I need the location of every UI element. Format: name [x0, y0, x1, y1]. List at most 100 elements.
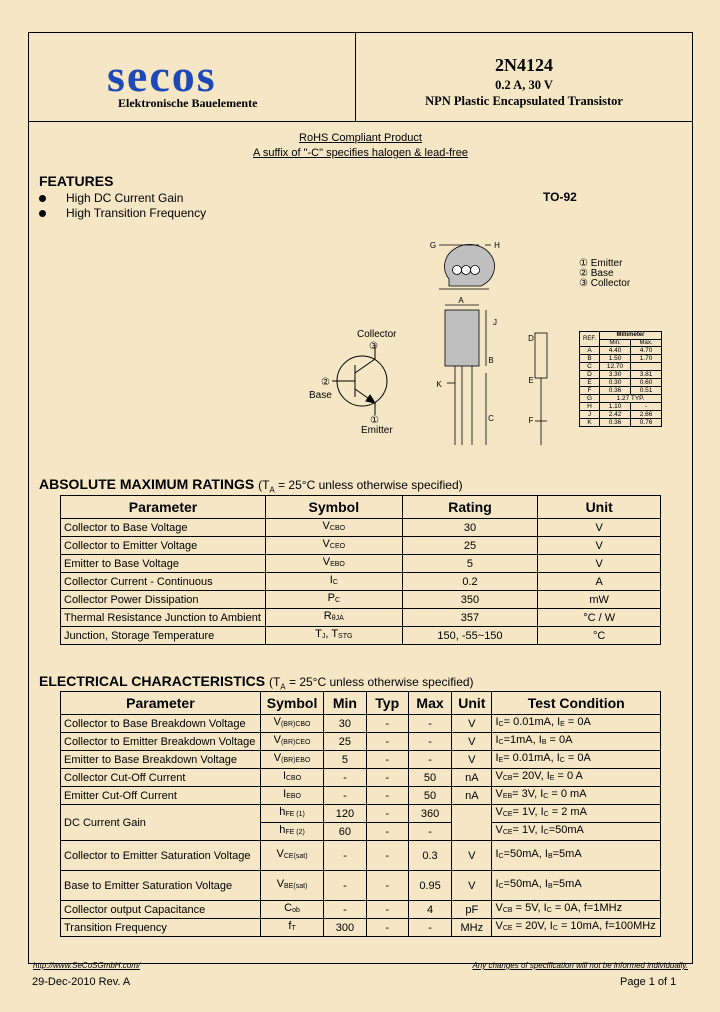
elec-table: Parameter Symbol Min Typ Max Unit Test C…: [60, 691, 661, 937]
col-header: Unit: [537, 495, 661, 519]
npn-schematic-symbol: Collector ③ ② Base ① Emitter: [309, 329, 397, 433]
website-url: http://www.SeCoSGmbH.com/: [33, 961, 141, 970]
col-header: Test Condition: [491, 691, 661, 715]
dim-label: A: [458, 296, 464, 305]
feature-item: High Transition Frequency: [39, 206, 206, 220]
col-header: Parameter: [60, 495, 266, 519]
test-condition-cell: IC= 0.01mA, IE = 0A: [491, 714, 661, 733]
symbol-cell: VEBO: [264, 554, 403, 573]
symbol-cell: V(BR)CEO: [259, 732, 325, 751]
halogen-line: A suffix of "-C" specifies halogen & lea…: [253, 147, 468, 159]
pin1-label: ①: [370, 415, 379, 426]
rohs-line: RoHS Compliant Product: [299, 132, 422, 144]
dim-label: G: [430, 241, 436, 250]
abs-max-title: ABSOLUTE MAXIMUM RATINGS (TA = 25°C unle…: [39, 476, 463, 495]
change-notice: Any changes of specification will not be…: [472, 961, 688, 970]
symbol-cell: hFE (1): [259, 804, 325, 823]
symbol-cell: V(BR)CBO: [259, 714, 325, 733]
test-condition-cell: VCE= 1V, IC=50mA: [491, 822, 661, 841]
col-header: Parameter: [60, 691, 261, 715]
symbol-cell: IC: [264, 572, 403, 591]
abs-max-condition: (TA = 25°C unless otherwise specified): [258, 478, 463, 495]
symbol-cell: RθJA: [264, 608, 403, 627]
table-row: hFE (2)60--VCE= 1V, IC=50mA: [61, 822, 661, 841]
symbol-cell: VCE(sat): [259, 840, 325, 871]
base-label: Base: [309, 390, 332, 401]
logo: secos: [107, 50, 217, 101]
bullet-icon: [39, 195, 46, 203]
test-condition-cell: VCB = 5V, IC = 0A, f=1MHz: [491, 900, 661, 919]
elec-title: ELECTRICAL CHARACTERISTICS (TA = 25°C un…: [39, 673, 474, 692]
pin3-label: ③: [369, 341, 378, 352]
datasheet-frame: secos Elektronische Bauelemente 2N4124 0…: [28, 32, 693, 970]
symbol-cell: ICBO: [259, 768, 325, 787]
header-divider: [355, 33, 356, 121]
package-name: TO-92: [543, 190, 577, 204]
dim-label: K: [436, 380, 442, 389]
features-title: FEATURES: [39, 173, 114, 189]
dim-label: H: [494, 241, 500, 250]
symbol-cell: V(BR)EBO: [259, 750, 325, 769]
symbol-cell: hFE (2): [259, 822, 325, 841]
dim-label: J: [493, 318, 497, 327]
header: secos Elektronische Bauelemente 2N4124 0…: [29, 33, 692, 122]
test-condition-cell: VCE= 1V, IC = 2 mA: [491, 804, 661, 823]
dim-label: E: [528, 376, 533, 385]
revision-date: 29-Dec-2010 Rev. A: [32, 976, 131, 988]
pin-legend: ① Emitter ② Base ③ Collector: [579, 258, 631, 289]
symbol-cell: IEBO: [259, 786, 325, 805]
symbol-cell: VBE(sat): [259, 870, 325, 901]
elec-condition: (TA = 25°C unless otherwise specified): [268, 675, 474, 692]
feature-item: High DC Current Gain: [39, 191, 183, 205]
col-header: Typ: [365, 691, 409, 715]
pin2-label: ②: [321, 377, 330, 388]
symbol-cell: fT: [259, 918, 325, 937]
col-header: Unit: [451, 691, 493, 715]
page-number: Page 1 of 1: [620, 976, 677, 988]
col-header: Symbol: [264, 495, 403, 519]
dim-label: B: [488, 356, 493, 365]
test-condition-cell: VCE = 20V, IC = 10mA, f=100MHz: [491, 918, 661, 937]
col-header: Symbol: [259, 691, 325, 715]
symbol-cell: TJ, TSTG: [264, 626, 403, 645]
symbol-cell: PC: [264, 590, 403, 609]
test-condition-cell: IC=1mA, IB = 0A: [491, 732, 661, 751]
part-number: 2N4124: [495, 55, 553, 75]
test-condition-cell: IE= 0.01mA, IC = 0A: [491, 750, 661, 769]
logo-subtitle: Elektronische Bauelemente: [118, 96, 258, 110]
test-condition-cell: IC=50mA, IB=5mA: [491, 870, 661, 901]
test-condition-cell: IC=50mA, IB=5mA: [491, 840, 661, 871]
dim-label: C: [488, 414, 494, 423]
symbol-cell: VCBO: [264, 518, 403, 537]
part-description: NPN Plastic Encapsulated Transistor: [425, 94, 623, 108]
collector-label: Collector: [357, 329, 397, 340]
col-header: Max: [407, 691, 453, 715]
symbol-cell: Cob: [259, 900, 325, 919]
col-header: Rating: [401, 495, 539, 519]
col-header: Min: [323, 691, 367, 715]
